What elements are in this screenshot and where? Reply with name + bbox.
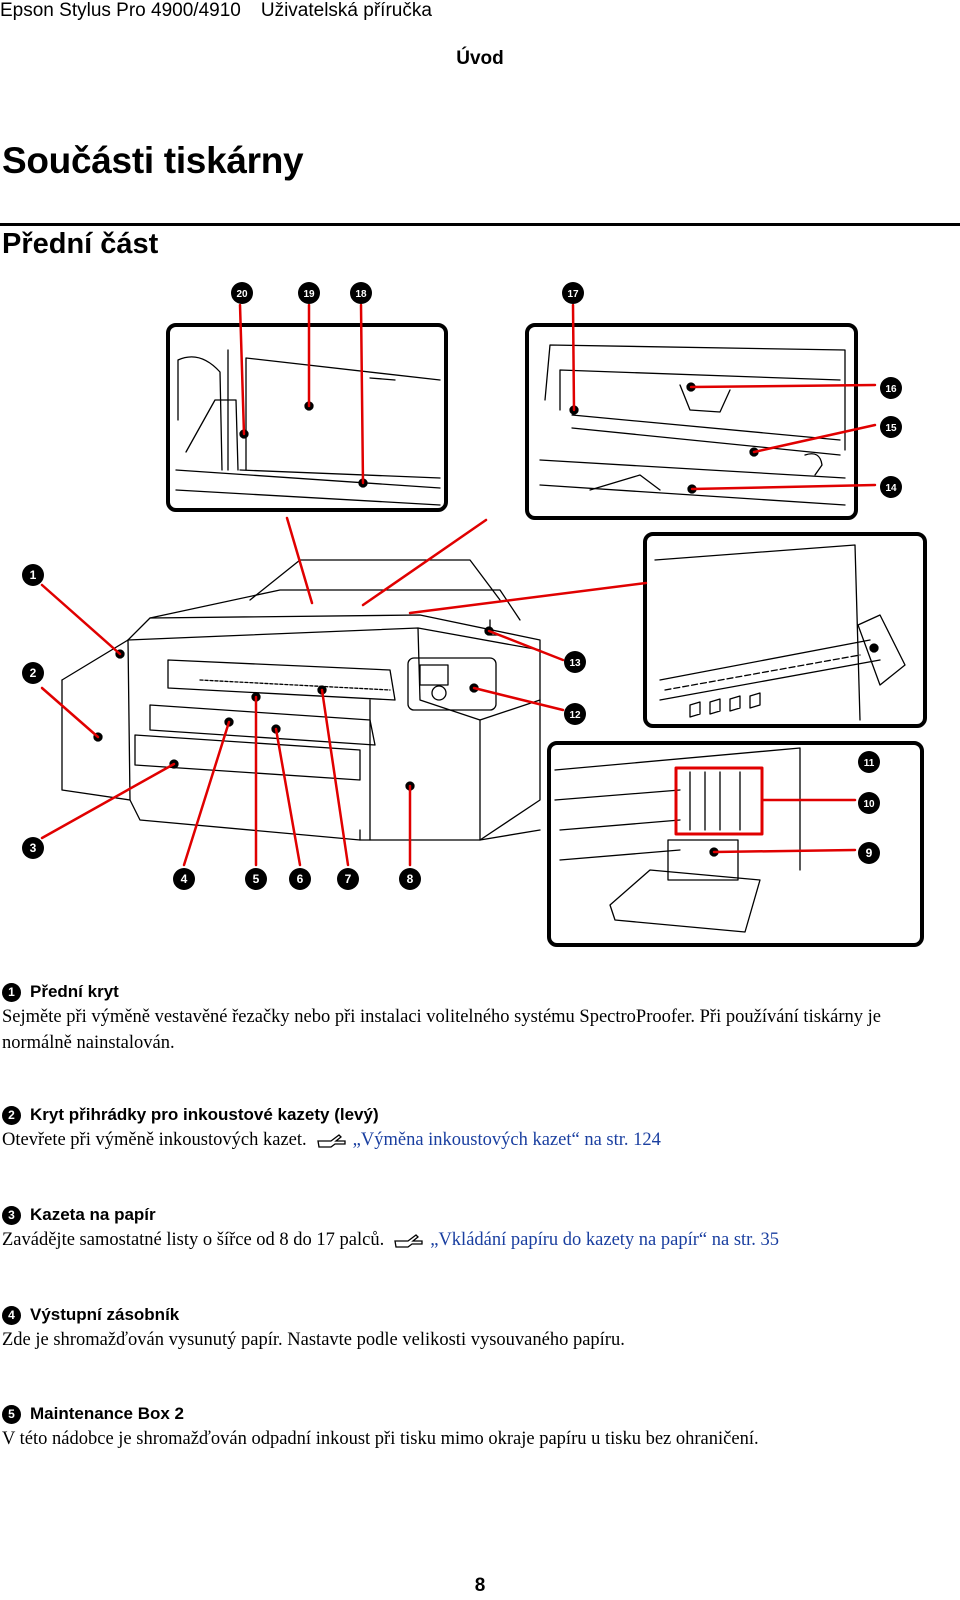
callout-17: 17 xyxy=(562,282,584,304)
page-number: 8 xyxy=(474,1575,486,1596)
pointing-hand-icon xyxy=(394,1234,423,1248)
callout-markers: 1 2 3 4 5 6 7 8 9 10 11 12 13 14 15 16 1… xyxy=(22,282,902,890)
svg-text:6: 6 xyxy=(297,872,304,886)
item-number: 1 xyxy=(2,982,21,1002)
callout-12: 12 xyxy=(564,703,586,725)
callout-8: 8 xyxy=(399,868,421,890)
title-rule xyxy=(0,223,960,226)
svg-text:10: 10 xyxy=(863,799,875,810)
svg-text:19: 19 xyxy=(303,289,315,300)
item-title: Kryt přihrádky pro inkoustové kazety (le… xyxy=(30,1105,379,1124)
callout-19: 19 xyxy=(298,282,320,304)
svg-text:15: 15 xyxy=(885,423,897,434)
svg-text:18: 18 xyxy=(355,289,367,300)
callout-10: 10 xyxy=(858,792,880,814)
callout-11: 11 xyxy=(858,751,880,773)
item-number: 5 xyxy=(2,1404,21,1424)
callout-16: 16 xyxy=(880,377,902,399)
item-title: Maintenance Box 2 xyxy=(30,1404,184,1423)
svg-text:7: 7 xyxy=(345,872,352,886)
svg-text:17: 17 xyxy=(567,289,579,300)
guide-name: Uživatelská příručka xyxy=(260,0,432,21)
item-number: 4 xyxy=(2,1305,21,1325)
printer-body xyxy=(61,559,541,841)
callout-3: 3 xyxy=(22,837,44,859)
item-description: Zavádějte samostatné listy o šířce od 8 … xyxy=(2,1230,385,1250)
section-title: Přední část xyxy=(2,228,159,260)
callout-15: 15 xyxy=(880,416,902,438)
item-number: 2 xyxy=(2,1105,21,1125)
item-paper-cassette: 3 Kazeta na papír Zavádějte samostatné li… xyxy=(2,1204,952,1253)
svg-text:14: 14 xyxy=(885,483,897,494)
detail-print-head xyxy=(643,532,927,728)
item-front-cover: 1 Přední kryt Sejměte při výměně vestavěn… xyxy=(2,981,952,1056)
callout-20: 20 xyxy=(231,282,253,304)
svg-text:2: 2 xyxy=(30,666,37,680)
item-description: V této nádobce je shromažďován odpadní i… xyxy=(2,1429,759,1449)
svg-text:20: 20 xyxy=(236,289,248,300)
svg-text:11: 11 xyxy=(864,758,875,769)
item-title: Výstupní zásobník xyxy=(30,1305,180,1324)
cross-reference-link[interactable]: „Vkládání papíru do kazety na papír“ na … xyxy=(430,1230,780,1250)
pointing-hand-icon xyxy=(316,1134,346,1148)
callout-13: 13 xyxy=(564,651,586,673)
callout-9: 9 xyxy=(858,842,880,864)
svg-text:16: 16 xyxy=(885,384,897,395)
item-description: Otevřete při výměně inkoustových kazet. xyxy=(2,1130,307,1150)
item-description: Zde je shromažďován vysunutý papír. Nast… xyxy=(2,1330,625,1350)
item-output-tray: 4 Výstupní zásobník Zde je shromažďován v… xyxy=(2,1304,952,1353)
item-title: Kazeta na papír xyxy=(30,1205,156,1224)
callout-7: 7 xyxy=(337,868,359,890)
svg-text:1: 1 xyxy=(30,568,37,582)
running-header: Epson Stylus Pro 4900/4910 Uživatelská př… xyxy=(0,0,452,22)
callout-18: 18 xyxy=(350,282,372,304)
item-title: Přední kryt xyxy=(30,982,119,1001)
svg-text:12: 12 xyxy=(569,710,581,721)
svg-text:5: 5 xyxy=(253,872,260,886)
callout-6: 6 xyxy=(289,868,311,890)
callout-1: 1 xyxy=(22,564,44,586)
chapter-title: Úvod xyxy=(456,48,504,69)
svg-text:8: 8 xyxy=(407,872,414,886)
item-description: Sejměte při výměně vestavěné řezačky neb… xyxy=(2,1007,882,1053)
page-title: Součásti tiskárny xyxy=(2,140,304,181)
detail-roll-paper xyxy=(525,323,858,520)
printer-front-diagram: 1 2 3 4 5 6 7 8 9 10 11 12 13 14 15 16 1… xyxy=(22,282,927,947)
svg-text:4: 4 xyxy=(181,872,188,886)
item-maintenance-box: 5 Maintenance Box 2 V této nádobce je shr… xyxy=(2,1403,952,1452)
detail-paper-support xyxy=(166,323,448,512)
cross-reference-link[interactable]: „Výměna inkoustových kazet“ na str. 124 xyxy=(352,1130,661,1150)
svg-text:9: 9 xyxy=(866,846,873,860)
callout-leaders xyxy=(40,303,877,867)
svg-text:13: 13 xyxy=(569,658,581,669)
item-ink-cover-left: 2 Kryt přihrádky pro inkoustové kazety (l… xyxy=(2,1104,952,1153)
product-name: Epson Stylus Pro 4900/4910 xyxy=(0,0,241,21)
svg-text:3: 3 xyxy=(30,841,37,855)
callout-4: 4 xyxy=(173,868,195,890)
callout-2: 2 xyxy=(22,662,44,684)
callout-5: 5 xyxy=(245,868,267,890)
callout-14: 14 xyxy=(880,476,902,498)
item-number: 3 xyxy=(2,1205,21,1225)
